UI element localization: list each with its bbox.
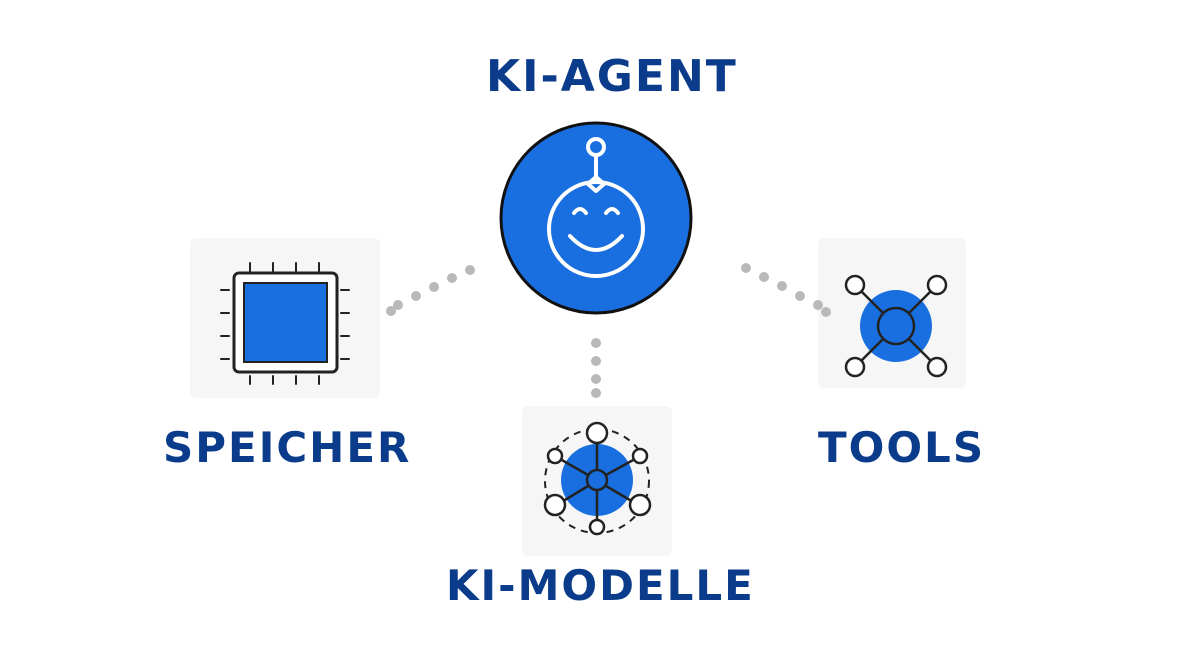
connector-modelle bbox=[591, 338, 601, 398]
neural-network-icon bbox=[543, 421, 652, 536]
tools-label: TOOLS bbox=[818, 423, 986, 472]
agent-node bbox=[499, 121, 693, 315]
memory-chip-icon bbox=[220, 262, 350, 385]
robot-face-icon bbox=[547, 137, 645, 278]
models-label: KI-MODELLE bbox=[446, 561, 755, 610]
connector-tools bbox=[741, 263, 831, 317]
connector-speicher bbox=[386, 265, 475, 316]
memory-label: SPEICHER bbox=[163, 423, 412, 472]
tools-connector-icon bbox=[844, 274, 948, 378]
agent-label: KI-AGENT bbox=[486, 51, 738, 102]
